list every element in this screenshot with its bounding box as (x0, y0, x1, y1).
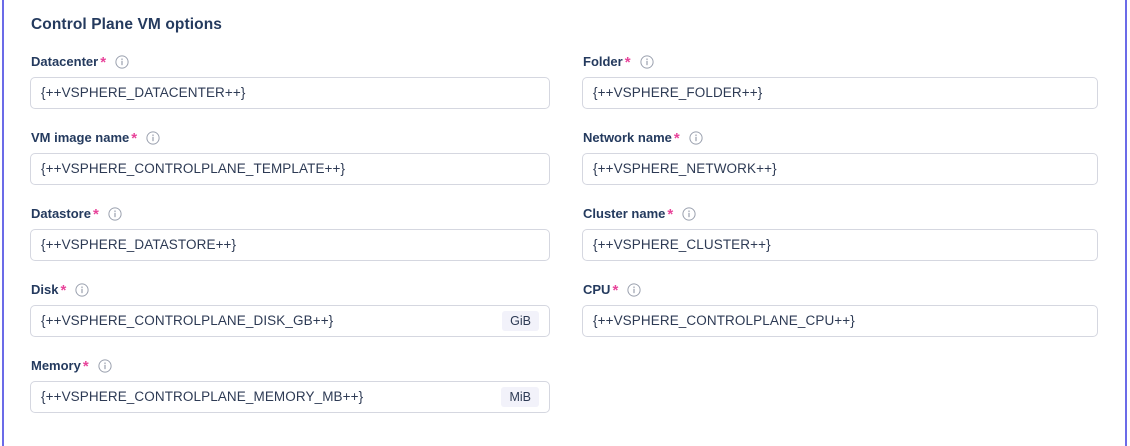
field-label-folder: Folder* (583, 54, 1098, 70)
unit-badge-memory: MiB (501, 387, 539, 407)
field-folder: Folder* {++VSPHERE_FOLDER++} (582, 54, 1098, 130)
unit-badge-disk: GiB (502, 311, 539, 331)
panel-left-accent-rail (2, 0, 4, 446)
field-label-text-cpu: CPU (583, 282, 611, 297)
field-label-text-network-name: Network name (583, 130, 672, 145)
info-circle-icon-cluster-name[interactable] (682, 207, 696, 221)
required-asterisk-network-name: * (673, 130, 680, 147)
input-vm-image-name[interactable]: {++VSPHERE_CONTROLPLANE_TEMPLATE++} (30, 153, 550, 185)
field-label-network-name: Network name* (583, 130, 1098, 146)
field-memory: Memory* {++VSPHERE_CONTROLPLANE_MEMORY_MB… (30, 358, 550, 434)
input-value-memory[interactable]: {++VSPHERE_CONTROLPLANE_MEMORY_MB++} (41, 389, 364, 404)
input-value-datacenter[interactable]: {++VSPHERE_DATACENTER++} (41, 85, 246, 100)
field-label-text-cluster-name: Cluster name (583, 206, 666, 221)
empty-grid-cell (582, 358, 1098, 434)
panel-right-accent-rail (1125, 0, 1127, 446)
field-datacenter: Datacenter* {++VSPHERE_DATACENTER++} (30, 54, 550, 130)
field-label-cpu: CPU* (583, 282, 1098, 298)
field-disk: Disk* {++VSPHERE_CONTROLPLANE_DISK_GB++} G… (30, 282, 550, 358)
input-datastore[interactable]: {++VSPHERE_DATASTORE++} (30, 229, 550, 261)
field-cluster-name: Cluster name* {++VSPHERE_CLUSTER++} (582, 206, 1098, 282)
info-circle-icon-datacenter[interactable] (115, 55, 129, 69)
input-network-name[interactable]: {++VSPHERE_NETWORK++} (582, 153, 1098, 185)
field-label-text-datacenter: Datacenter (31, 54, 99, 69)
field-label-text-folder: Folder (583, 54, 623, 69)
input-cluster-name[interactable]: {++VSPHERE_CLUSTER++} (582, 229, 1098, 261)
input-value-datastore[interactable]: {++VSPHERE_DATASTORE++} (41, 237, 237, 252)
input-value-cluster-name[interactable]: {++VSPHERE_CLUSTER++} (593, 237, 771, 252)
required-asterisk-vm-image-name: * (131, 130, 138, 147)
info-circle-icon-cpu[interactable] (627, 283, 641, 297)
field-label-text-datastore: Datastore (31, 206, 91, 221)
required-asterisk-cluster-name: * (667, 206, 674, 223)
info-circle-icon-vm-image-name[interactable] (146, 131, 160, 145)
required-asterisk-datastore: * (92, 206, 99, 223)
info-circle-icon-folder[interactable] (639, 55, 654, 69)
required-asterisk-datacenter: * (100, 54, 107, 71)
info-circle-icon-datastore[interactable] (108, 207, 122, 221)
input-value-disk[interactable]: {++VSPHERE_CONTROLPLANE_DISK_GB++} (41, 313, 334, 328)
field-vm-image-name: VM image name* {++VSPHERE_CONTROLPLANE_TE… (30, 130, 550, 206)
required-asterisk-memory: * (82, 358, 89, 375)
field-label-vm-image-name: VM image name* (31, 130, 550, 146)
info-circle-icon-network-name[interactable] (689, 131, 703, 145)
required-asterisk-cpu: * (612, 282, 619, 299)
vm-options-field-grid: Datacenter*{++VSPHERE_DATACENTER++}Folde… (30, 54, 1100, 434)
input-value-cpu[interactable]: {++VSPHERE_CONTROLPLANE_CPU++} (593, 313, 855, 328)
field-network-name: Network name* {++VSPHERE_NETWORK++} (582, 130, 1098, 206)
input-cpu[interactable]: {++VSPHERE_CONTROLPLANE_CPU++} (582, 305, 1098, 337)
input-disk[interactable]: {++VSPHERE_CONTROLPLANE_DISK_GB++} GiB (30, 305, 550, 337)
input-datacenter[interactable]: {++VSPHERE_DATACENTER++} (30, 77, 550, 109)
field-label-cluster-name: Cluster name* (583, 206, 1098, 222)
info-circle-icon-memory[interactable] (98, 359, 112, 373)
field-label-datastore: Datastore* (31, 206, 550, 222)
required-asterisk-disk: * (60, 282, 67, 299)
input-value-network-name[interactable]: {++VSPHERE_NETWORK++} (593, 161, 777, 176)
field-label-text-disk: Disk (31, 282, 59, 297)
field-label-text-vm-image-name: VM image name (31, 130, 130, 145)
input-value-vm-image-name[interactable]: {++VSPHERE_CONTROLPLANE_TEMPLATE++} (41, 161, 346, 176)
input-value-folder[interactable]: {++VSPHERE_FOLDER++} (593, 85, 763, 100)
field-label-text-memory: Memory (31, 358, 81, 373)
field-cpu: CPU* {++VSPHERE_CONTROLPLANE_CPU++} (582, 282, 1098, 358)
field-datastore: Datastore* {++VSPHERE_DATASTORE++} (30, 206, 550, 282)
required-asterisk-folder: * (624, 54, 631, 71)
input-memory[interactable]: {++VSPHERE_CONTROLPLANE_MEMORY_MB++} MiB (30, 381, 550, 413)
field-label-datacenter: Datacenter* (31, 54, 550, 70)
input-folder[interactable]: {++VSPHERE_FOLDER++} (582, 77, 1098, 109)
field-label-disk: Disk* (31, 282, 550, 298)
info-circle-icon-disk[interactable] (75, 283, 89, 297)
page-title: Control Plane VM options (31, 16, 222, 33)
field-label-memory: Memory* (31, 358, 550, 374)
